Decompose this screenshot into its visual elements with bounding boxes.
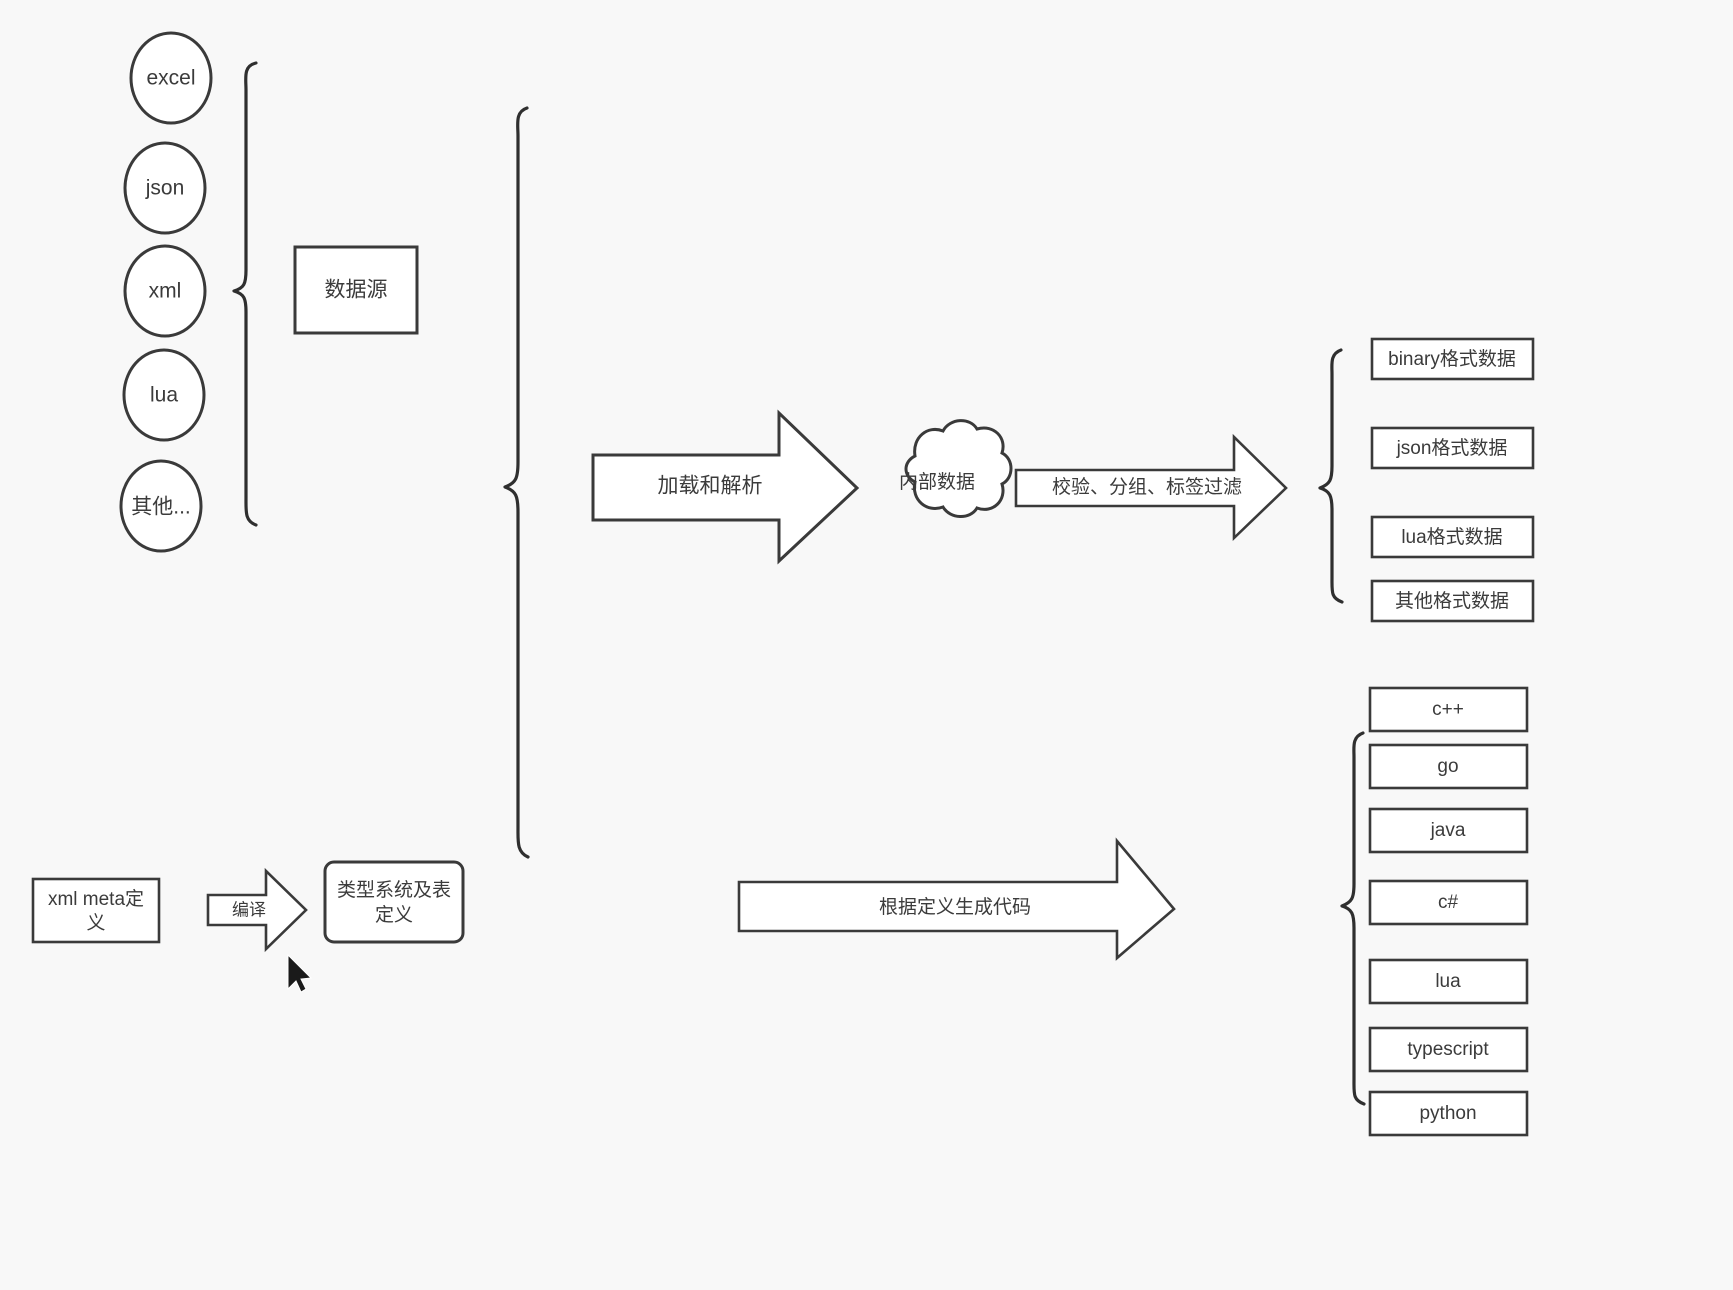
compile-arrow[interactable]: 编译 [206, 867, 308, 953]
sources-brace [232, 61, 258, 527]
source-node-xml[interactable]: xml [123, 244, 207, 338]
output-language-lua[interactable]: lua [1368, 958, 1529, 1005]
source-node-excel[interactable]: excel [129, 31, 213, 125]
generate-code-label: 根据定义生成代码 [879, 896, 1031, 918]
load-parse-label: 加载和解析 [658, 475, 763, 498]
output-format-lua[interactable]: lua格式数据 [1370, 515, 1535, 559]
source-node-lua[interactable]: lua [122, 348, 206, 442]
filter-arrow[interactable]: 校验、分组、标签过滤 [1014, 433, 1288, 542]
output-format-other[interactable]: 其他格式数据 [1370, 579, 1535, 623]
type-system-label-line2: 定义 [375, 904, 413, 926]
source-label-xml: xml [149, 280, 182, 303]
output-language-label-csharp: c# [1438, 892, 1459, 913]
type-system-label-line1: 类型系统及表 [337, 879, 451, 901]
output-language-label-typescript: typescript [1407, 1039, 1489, 1060]
generate-code-arrow[interactable]: 根据定义生成代码 [737, 837, 1176, 961]
output-language-typescript[interactable]: typescript [1368, 1026, 1529, 1073]
filter-label: 校验、分组、标签过滤 [1052, 476, 1242, 498]
output-format-label-lua: lua格式数据 [1401, 526, 1502, 548]
internal-data-cloud[interactable]: 内部数据 [899, 419, 1013, 518]
source-label-excel: excel [146, 67, 195, 90]
output-language-python[interactable]: python [1368, 1090, 1529, 1137]
source-node-json[interactable]: json [123, 141, 207, 235]
load-parse-arrow[interactable]: 加载和解析 [591, 409, 860, 565]
source-node-other[interactable]: 其他... [119, 459, 203, 553]
xml-meta-label-line1: xml meta定 [48, 888, 144, 910]
xml-meta-box[interactable]: xml meta定 义 [31, 877, 161, 944]
data-source-label: 数据源 [325, 279, 388, 302]
type-system-box[interactable]: 类型系统及表 定义 [323, 860, 465, 944]
pipeline-input-brace [503, 106, 530, 859]
source-label-lua: lua [150, 384, 178, 407]
compile-label: 编译 [232, 900, 266, 919]
source-label-json: json [145, 177, 185, 200]
output-language-label-lua: lua [1435, 971, 1461, 992]
output-format-label-other: 其他格式数据 [1395, 590, 1509, 612]
data-source-box[interactable]: 数据源 [293, 245, 419, 335]
source-label-other: 其他... [131, 496, 191, 519]
output-language-java[interactable]: java [1368, 807, 1529, 854]
output-language-cpp[interactable]: c++ [1368, 686, 1529, 733]
output-format-binary[interactable]: binary格式数据 [1370, 337, 1535, 381]
output-language-label-python: python [1419, 1103, 1476, 1124]
output-format-json[interactable]: json格式数据 [1370, 426, 1535, 470]
output-format-label-binary: binary格式数据 [1388, 348, 1516, 370]
data-format-brace [1318, 348, 1344, 604]
xml-meta-label-line2: 义 [86, 912, 105, 934]
internal-data-label: 内部数据 [899, 471, 975, 493]
output-language-label-java: java [1430, 820, 1466, 841]
output-format-label-json: json格式数据 [1396, 437, 1508, 459]
output-language-csharp[interactable]: c# [1368, 879, 1529, 926]
output-language-label-go: go [1437, 756, 1458, 777]
output-language-label-cpp: c++ [1432, 699, 1464, 720]
language-brace [1340, 731, 1366, 1106]
output-language-go[interactable]: go [1368, 743, 1529, 790]
mouse-cursor [287, 953, 313, 993]
